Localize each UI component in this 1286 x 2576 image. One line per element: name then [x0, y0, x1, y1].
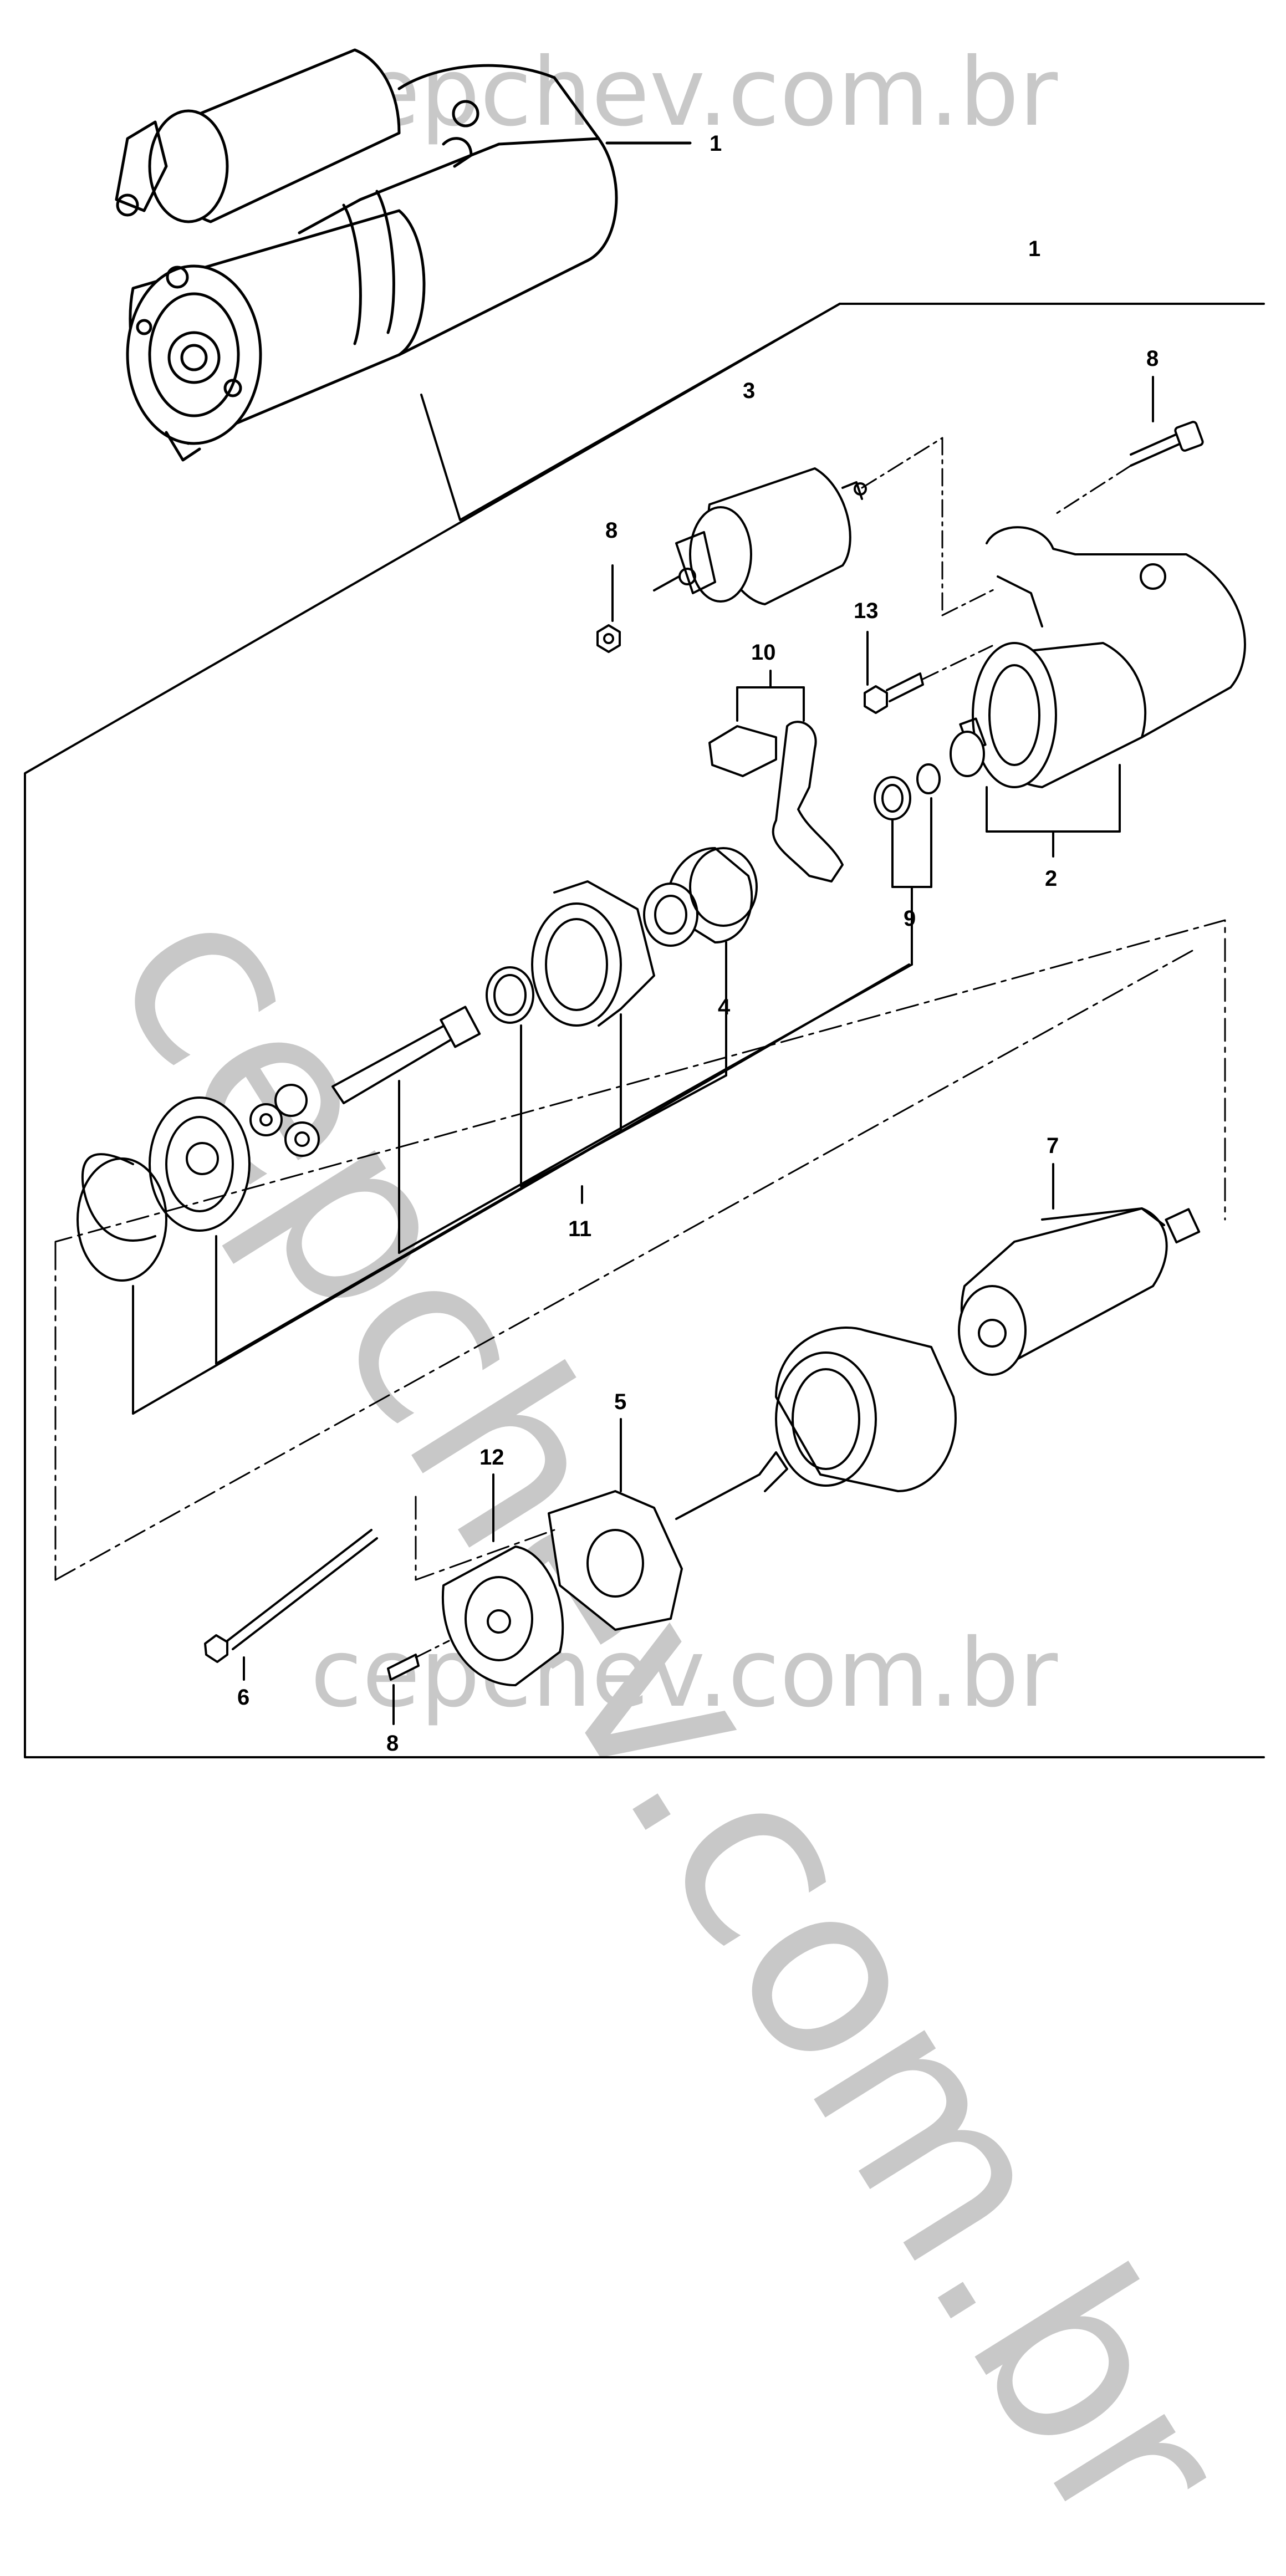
- callout-6: 6: [237, 1685, 249, 1710]
- end-cover: [441, 1473, 564, 1686]
- callout-8-nut: 8: [605, 518, 618, 543]
- callout-1-bracket: 1: [1028, 237, 1040, 261]
- brush-holder: [548, 1418, 788, 1631]
- ring-gear: [486, 880, 655, 1187]
- callout-8-bolt: 8: [1146, 346, 1159, 371]
- seal-kit: [874, 731, 985, 905]
- callout-12: 12: [479, 1445, 504, 1470]
- plate-circlip: [76, 902, 913, 1415]
- callout-9: 9: [904, 906, 916, 931]
- callout-1-top: 1: [710, 131, 722, 156]
- through-bolt: [204, 1529, 378, 1681]
- armature: [958, 1163, 1201, 1376]
- callout-7: 7: [1047, 1134, 1059, 1158]
- pinion-drive: [643, 847, 758, 1077]
- callout-8-screw: 8: [386, 1731, 399, 1756]
- callout-2: 2: [1045, 866, 1057, 891]
- screw-8: [387, 1640, 450, 1725]
- assembled-starter: [115, 48, 692, 462]
- nut-8: [596, 564, 621, 653]
- planet-shaft: [249, 1006, 481, 1254]
- callout-5: 5: [614, 1390, 626, 1414]
- watermark-top: cepchev.com.br: [310, 38, 1058, 147]
- callout-10: 10: [751, 640, 776, 665]
- frame-border: [24, 303, 1265, 1758]
- bolt-8-top: [1052, 376, 1204, 517]
- drive-end-housing: [959, 526, 1246, 858]
- callout-11: 11: [568, 1217, 591, 1241]
- watermark-bottom: cepchev.com.br: [310, 1619, 1058, 1728]
- callout-4: 4: [718, 995, 731, 1019]
- exploded-diagram: 1 1 8 3 8 13 10 2 9 4 11 7 5 12 6 8: [24, 48, 1265, 1758]
- field-frame: [775, 1327, 957, 1492]
- solenoid: [653, 437, 999, 616]
- assembly-centerline: [54, 919, 1226, 1581]
- callout-13: 13: [854, 599, 879, 623]
- bolt-13: [864, 631, 993, 714]
- lever-kit: [708, 670, 844, 883]
- callout-3: 3: [743, 379, 755, 403]
